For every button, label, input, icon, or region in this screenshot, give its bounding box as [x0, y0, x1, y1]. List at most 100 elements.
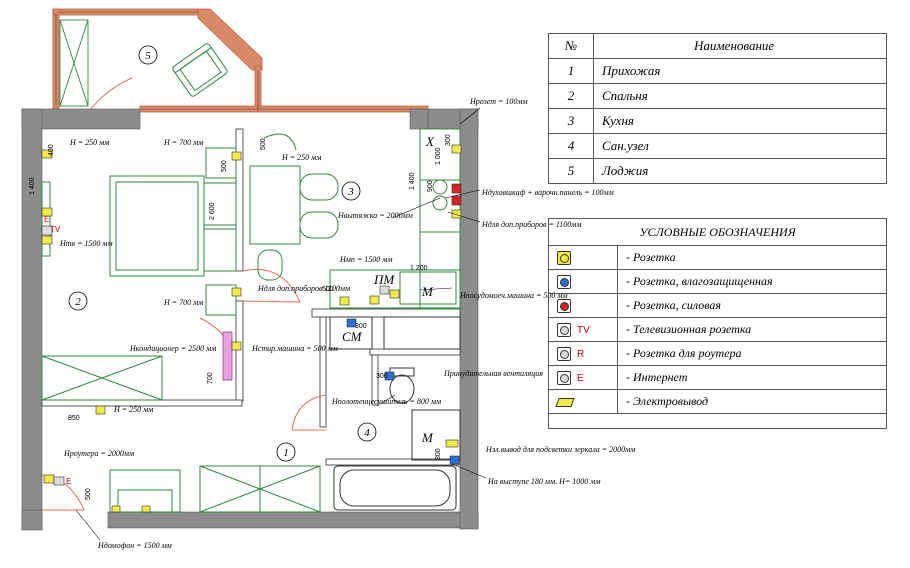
svg-text:TV: TV — [50, 225, 61, 234]
loggia-windows — [55, 11, 428, 110]
note-bedroom-h700: H = 700 мм — [163, 138, 203, 147]
note-washing-machine-height: Hстир.машина = 500 мм — [251, 344, 338, 353]
socket-icon — [557, 251, 571, 266]
dim-1400-b: 1 400 — [409, 172, 416, 190]
note-microwave-height: Hмп = 1500 мм — [339, 255, 393, 264]
room-num: 5 — [548, 158, 594, 184]
bathroom-fixtures — [329, 316, 461, 511]
washing-machine-label: СМ — [342, 329, 363, 344]
dim-300-b: 300 — [355, 323, 367, 330]
armchair — [172, 43, 228, 97]
room-name: Прихожая — [593, 58, 887, 84]
internet-tag: E — [577, 372, 584, 384]
router-tag: R — [577, 348, 585, 360]
svg-text:E: E — [66, 477, 71, 486]
rooms-table: № Наименование 1 Прихожая 2 Спальня 3 Ку… — [548, 33, 887, 184]
note-dishwasher-height: Hпосудомоеч.машина = 500 мм — [459, 291, 568, 300]
note-hood-height: Hвытяжка = 2000мм — [337, 211, 413, 220]
room-number-2: 2 — [75, 296, 81, 308]
room-number-5: 5 — [145, 50, 151, 62]
note-ac-height: Hкондиционер = 2500 мм — [129, 344, 216, 353]
socket-markers — [41, 144, 462, 513]
hall-furniture — [109, 465, 321, 513]
kitchen-cabinet-label: М — [421, 284, 434, 299]
room-name: Лоджия — [593, 158, 887, 184]
note-ledge: На выступе 180 мм. H= 1000 мм — [487, 477, 601, 486]
room-num: 1 — [548, 58, 594, 84]
room-number-4: 4 — [364, 427, 370, 439]
dim-300-a: 300 — [445, 134, 452, 146]
note-bedroom-h700-2: H = 700 мм — [163, 298, 203, 307]
inner-walls — [41, 128, 461, 466]
note-extra-appliances-2: Hдля доп.приборов 1100мм — [257, 284, 350, 293]
table-row: 4 Сан.узел — [548, 133, 887, 159]
dim-400: 400 — [48, 144, 55, 156]
room-number-3: 3 — [347, 186, 354, 198]
legend-row: - Розетка, силовая — [548, 293, 887, 318]
dim-900: 900 — [427, 180, 434, 192]
dishwasher-label: ПМ — [373, 272, 395, 287]
note-router-height: Hроутера = 2000мм — [63, 449, 134, 458]
dim-700: 700 — [207, 372, 214, 384]
note-kitchen-h250: H = 250 мм — [281, 153, 321, 162]
dim-500-b: 500 — [260, 138, 267, 150]
legend-label: - Розетка, влагозащищенная — [617, 269, 887, 294]
table-row: 3 Кухня — [548, 108, 887, 134]
note-ventilation: Принудительная вентиляция — [443, 369, 543, 378]
legend-title: УСЛОВНЫЕ ОБОЗНАЧЕНИЯ — [548, 218, 887, 246]
legend-row: TV - Телевизионная розетка — [548, 317, 887, 342]
legend-label: - Телевизионная розетка — [617, 317, 887, 342]
dim-2600: 2 600 — [209, 202, 216, 220]
room-num: 2 — [548, 83, 594, 109]
loggia-walls — [52, 8, 429, 113]
tv-socket-icon — [557, 323, 571, 338]
note-towel-dryer-height: Hполотенцесушитель = 800 мм — [331, 397, 441, 406]
legend-label: - Интернет — [617, 365, 887, 390]
kitchen-furniture — [249, 128, 461, 310]
room-number-1: 1 — [283, 447, 289, 459]
dim-300-d: 300 — [435, 448, 442, 460]
waterproof-socket-icon — [557, 275, 571, 290]
legend-row: R - Розетка для роутера — [548, 341, 887, 366]
note-hall-h250: H = 250 мм — [113, 405, 153, 414]
legend-row: - Электровывод — [548, 389, 887, 414]
room-name: Кухня — [593, 108, 887, 134]
table-row: 2 Спальня — [548, 83, 887, 109]
room-name: Спальня — [593, 83, 887, 109]
note-intercom-height: Hдомофон = 1500 мм — [97, 541, 172, 550]
svg-text:E: E — [44, 215, 49, 224]
note-mirror-light-height: Hэл.вывод для подсветки зеркала = 2000мм — [485, 445, 635, 454]
note-tv-height: Hтв = 1500 мм — [59, 239, 113, 248]
room-num: 4 — [548, 133, 594, 159]
note-oven-height: Hдуховшкаф + варочн.панель = 100мм — [481, 188, 614, 197]
room-name: Сан.узел — [593, 133, 887, 159]
room-number-circles — [68, 45, 377, 462]
dim-300-c: 300 — [376, 373, 388, 380]
legend-label: - Розетка, силовая — [617, 293, 887, 318]
internet-socket-icon — [557, 371, 571, 386]
bedroom-furniture — [41, 147, 237, 401]
header-number: № — [548, 33, 594, 59]
note-sockets-height: Hрозет = 100мм — [469, 97, 528, 106]
legend-row: - Розетка, влагозащищенная — [548, 269, 887, 294]
note-extra-appliances: Hдля доп.приборов = 1100мм — [481, 220, 581, 229]
note-bedroom-h250: H = 250 мм — [69, 138, 109, 147]
dim-500-c: 500 — [322, 286, 334, 293]
dim-850: 850 — [68, 415, 80, 422]
loggia-cabinet — [59, 19, 89, 107]
legend-label: - Розетка — [617, 245, 887, 270]
rooms-table-header: № Наименование — [548, 33, 887, 59]
legend-label: - Электровывод — [617, 389, 887, 414]
dim-1200: 1 200 — [410, 265, 428, 272]
outer-walls — [21, 108, 479, 531]
power-socket-icon — [557, 299, 571, 314]
bath-cabinet-label: М — [421, 430, 434, 445]
legend-label: - Розетка для роутера — [617, 341, 887, 366]
legend-table: УСЛОВНЫЕ ОБОЗНАЧЕНИЯ - Розетка - Розетка… — [548, 218, 887, 429]
tv-tag: TV — [577, 324, 590, 336]
dim-500-a: 500 — [221, 160, 228, 172]
header-name: Наименование — [593, 33, 887, 59]
dim-1000: 1 000 — [435, 147, 442, 165]
electrical-outlet-icon — [555, 397, 575, 407]
